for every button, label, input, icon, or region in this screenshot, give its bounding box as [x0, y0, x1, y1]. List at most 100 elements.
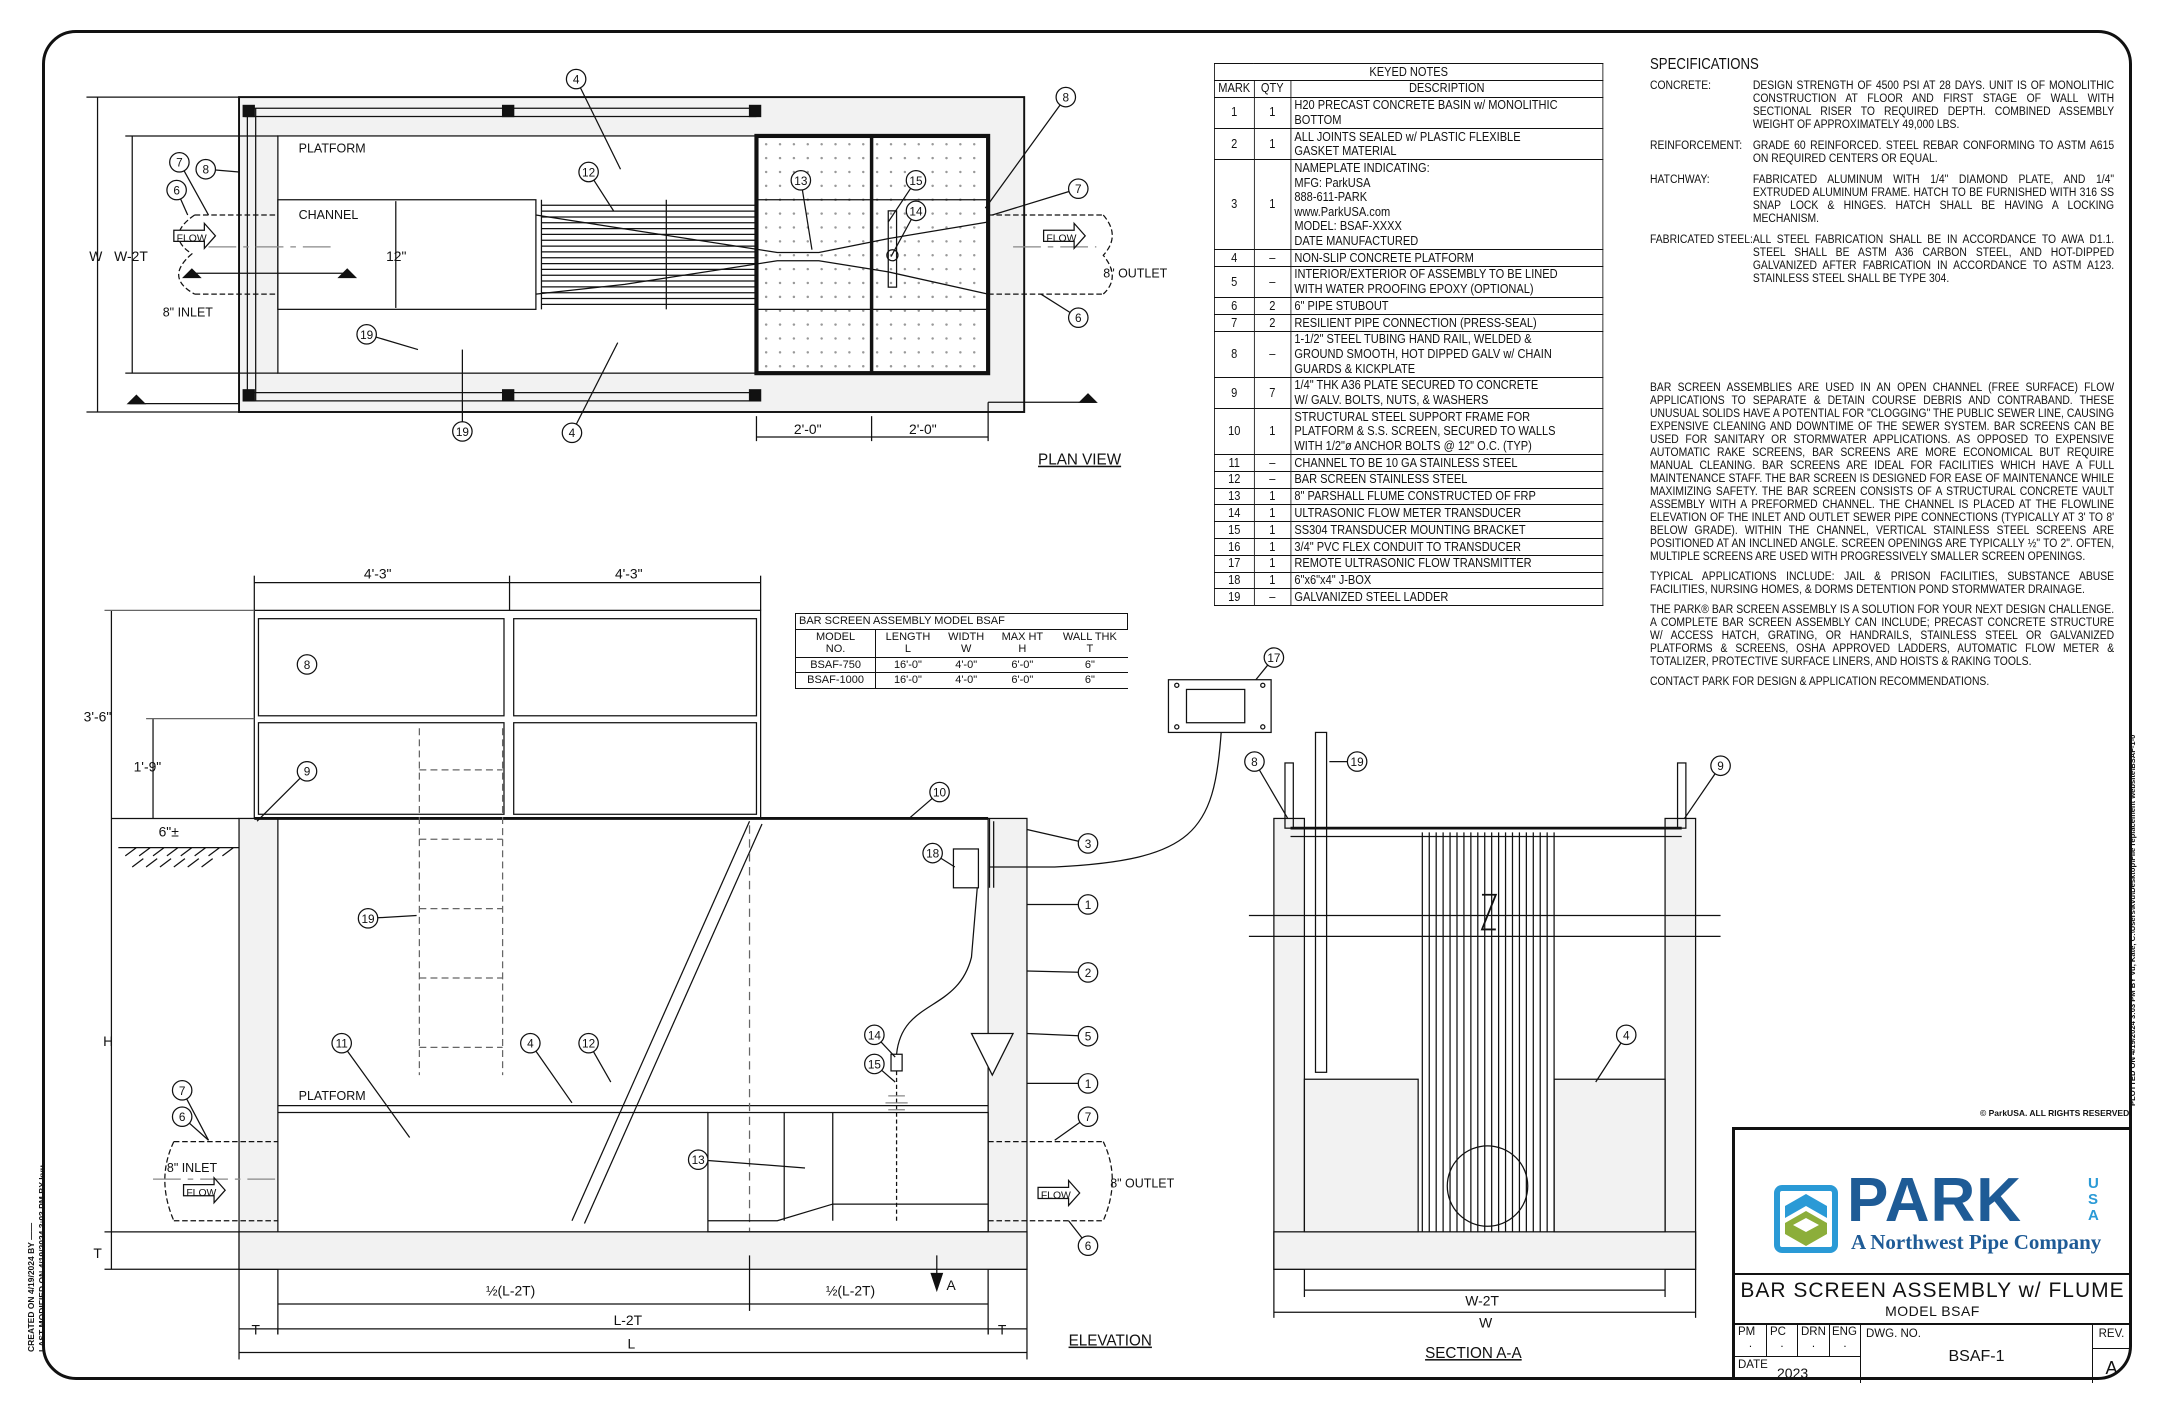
- flow-arrow-icon: [1042, 221, 1087, 250]
- callout-section: 4: [1595, 1024, 1637, 1083]
- section-left-wall: [1273, 817, 1306, 1270]
- callout-number: 13: [794, 175, 808, 188]
- callout-plan-view: 6: [1040, 293, 1089, 329]
- handrail-post-icon: [242, 104, 762, 402]
- note-mark: 1: [1214, 96, 1255, 129]
- note-description: GALVANIZED STEEL LADDER: [1290, 588, 1604, 607]
- rev-label: REV.: [2093, 1324, 2130, 1349]
- dim-l: L: [627, 1335, 635, 1351]
- section-dim-w: W: [1479, 1315, 1493, 1331]
- dim-top-2: 4'-3": [615, 565, 643, 581]
- callout-plan-view: 8: [984, 86, 1077, 209]
- callout-number: 4: [527, 1038, 534, 1051]
- note-mark: 6: [1214, 297, 1255, 315]
- callout-plan-view: 19: [356, 323, 419, 351]
- note-mark: 10: [1214, 408, 1255, 456]
- transducer-icon: [885, 1053, 908, 1221]
- keyed-note-row: 5–INTERIOR/EXTERIOR OF ASSEMBLY TO BE LI…: [1214, 265, 1604, 299]
- dim-rail-height: 3'-6": [84, 708, 112, 724]
- callout-number: 7: [1085, 1111, 1092, 1124]
- flow-arrow-icon: [1037, 1178, 1081, 1208]
- callout-number: 14: [909, 205, 923, 218]
- plan-inlet-label: 8" INLET: [163, 305, 214, 319]
- flow-label: FLOW: [1046, 233, 1076, 244]
- note-description: 1-1/2" STEEL TUBING HAND RAIL, WELDED &G…: [1290, 330, 1604, 378]
- sheet-border: [42, 30, 2132, 1380]
- note-mark: 2: [1214, 127, 1255, 161]
- keyed-note-row: 19–GALVANIZED STEEL LADDER: [1214, 588, 1604, 607]
- callout-elevation: 1: [1026, 1073, 1099, 1094]
- plan-view: [86, 96, 1113, 442]
- note-mark: 17: [1214, 554, 1255, 573]
- note-description: 6" PIPE STUBOUT: [1290, 297, 1604, 315]
- note-qty: –: [1253, 249, 1291, 267]
- j-box-icon: [952, 848, 980, 889]
- specifications-title: SPECIFICATIONS: [1650, 56, 1759, 73]
- spec-label: FABRICATED STEEL:: [1650, 232, 1753, 246]
- elev-platform-label: PLATFORM: [299, 1089, 366, 1103]
- callout-elevation: 2: [1026, 962, 1099, 983]
- callout-elevation: 13: [687, 1149, 806, 1171]
- date-value: 2023: [1777, 1365, 1809, 1381]
- callout-number: 6: [1075, 312, 1082, 325]
- plan-channel: [277, 199, 537, 310]
- section-rail-posts: [1284, 762, 1687, 829]
- drawing-title: BAR SCREEN ASSEMBLY w/ FLUME: [1740, 1279, 2125, 1302]
- drn-label: DRN: [1801, 1326, 1826, 1338]
- callout-plan-view: 7: [992, 178, 1089, 216]
- note-mark: 3: [1214, 159, 1255, 251]
- model-table-cell: 6'-0": [992, 656, 1053, 673]
- transmitter-cable: [989, 732, 1222, 868]
- callout-plan-view: 8: [195, 158, 240, 180]
- note-mark: 8: [1214, 330, 1255, 378]
- dim-t-right: T: [998, 1321, 1007, 1337]
- callout-plan-view: 4: [565, 68, 622, 170]
- callout-number: 9: [1717, 760, 1724, 773]
- note-mark: 15: [1214, 521, 1255, 539]
- dim-grade: 6"±: [159, 823, 180, 839]
- keyed-note-row: 4–NON-SLIP CONCRETE PLATFORM: [1214, 249, 1604, 267]
- note-description: H20 PRECAST CONCRETE BASIN w/ MONOLITHIC…: [1290, 96, 1604, 129]
- flow-transmitter-icon: [1167, 679, 1272, 734]
- model-table-cell: 4'-0": [939, 672, 993, 689]
- callout-elevation: 10: [908, 781, 950, 819]
- spec-text: FABRICATED ALUMINUM WITH 1/4" DIAMOND PL…: [1752, 172, 2115, 225]
- callout-number: 10: [933, 787, 947, 800]
- dim-top-1: 4'-3": [364, 565, 392, 581]
- rev-value: A: [2105, 1358, 2118, 1378]
- callout-number: 15: [909, 175, 923, 188]
- spec-label: CONCRETE:: [1650, 78, 1712, 92]
- callout-elevation: 6: [171, 1106, 209, 1141]
- callout-number: 4: [569, 427, 576, 440]
- callout-elevation: 5: [1026, 1025, 1099, 1047]
- note-mark: 5: [1214, 265, 1255, 299]
- note-description: 6"x6"x4" J-BOX: [1290, 571, 1604, 590]
- model-table-cell: BSAF-750: [794, 656, 877, 673]
- flume-outline: [535, 214, 989, 254]
- copyright: © ParkUSA. ALL RIGHTS RESERVED.: [1980, 1108, 2132, 1118]
- note-mark: 14: [1214, 504, 1255, 523]
- callout-elevation: 19: [357, 907, 417, 929]
- note-qty: 1: [1253, 96, 1291, 129]
- left-wall: [238, 817, 279, 1270]
- outlet-pipe: [988, 1141, 1113, 1222]
- col-mark: MARK: [1214, 79, 1255, 98]
- elev-inlet-label: 8" INLET: [167, 1161, 218, 1175]
- dim-mid-rail: 1'-9": [134, 758, 162, 774]
- dwg-no-cell: DWG. NO.BSAF-1: [1861, 1324, 2093, 1383]
- note-description: SS304 TRANSDUCER MOUNTING BRACKET: [1290, 521, 1604, 539]
- callout-number: 19: [361, 913, 374, 926]
- callout-number: 11: [336, 1038, 348, 1051]
- callout-elevation: 6: [1068, 1220, 1099, 1257]
- pc-cell: PC.: [1767, 1324, 1798, 1356]
